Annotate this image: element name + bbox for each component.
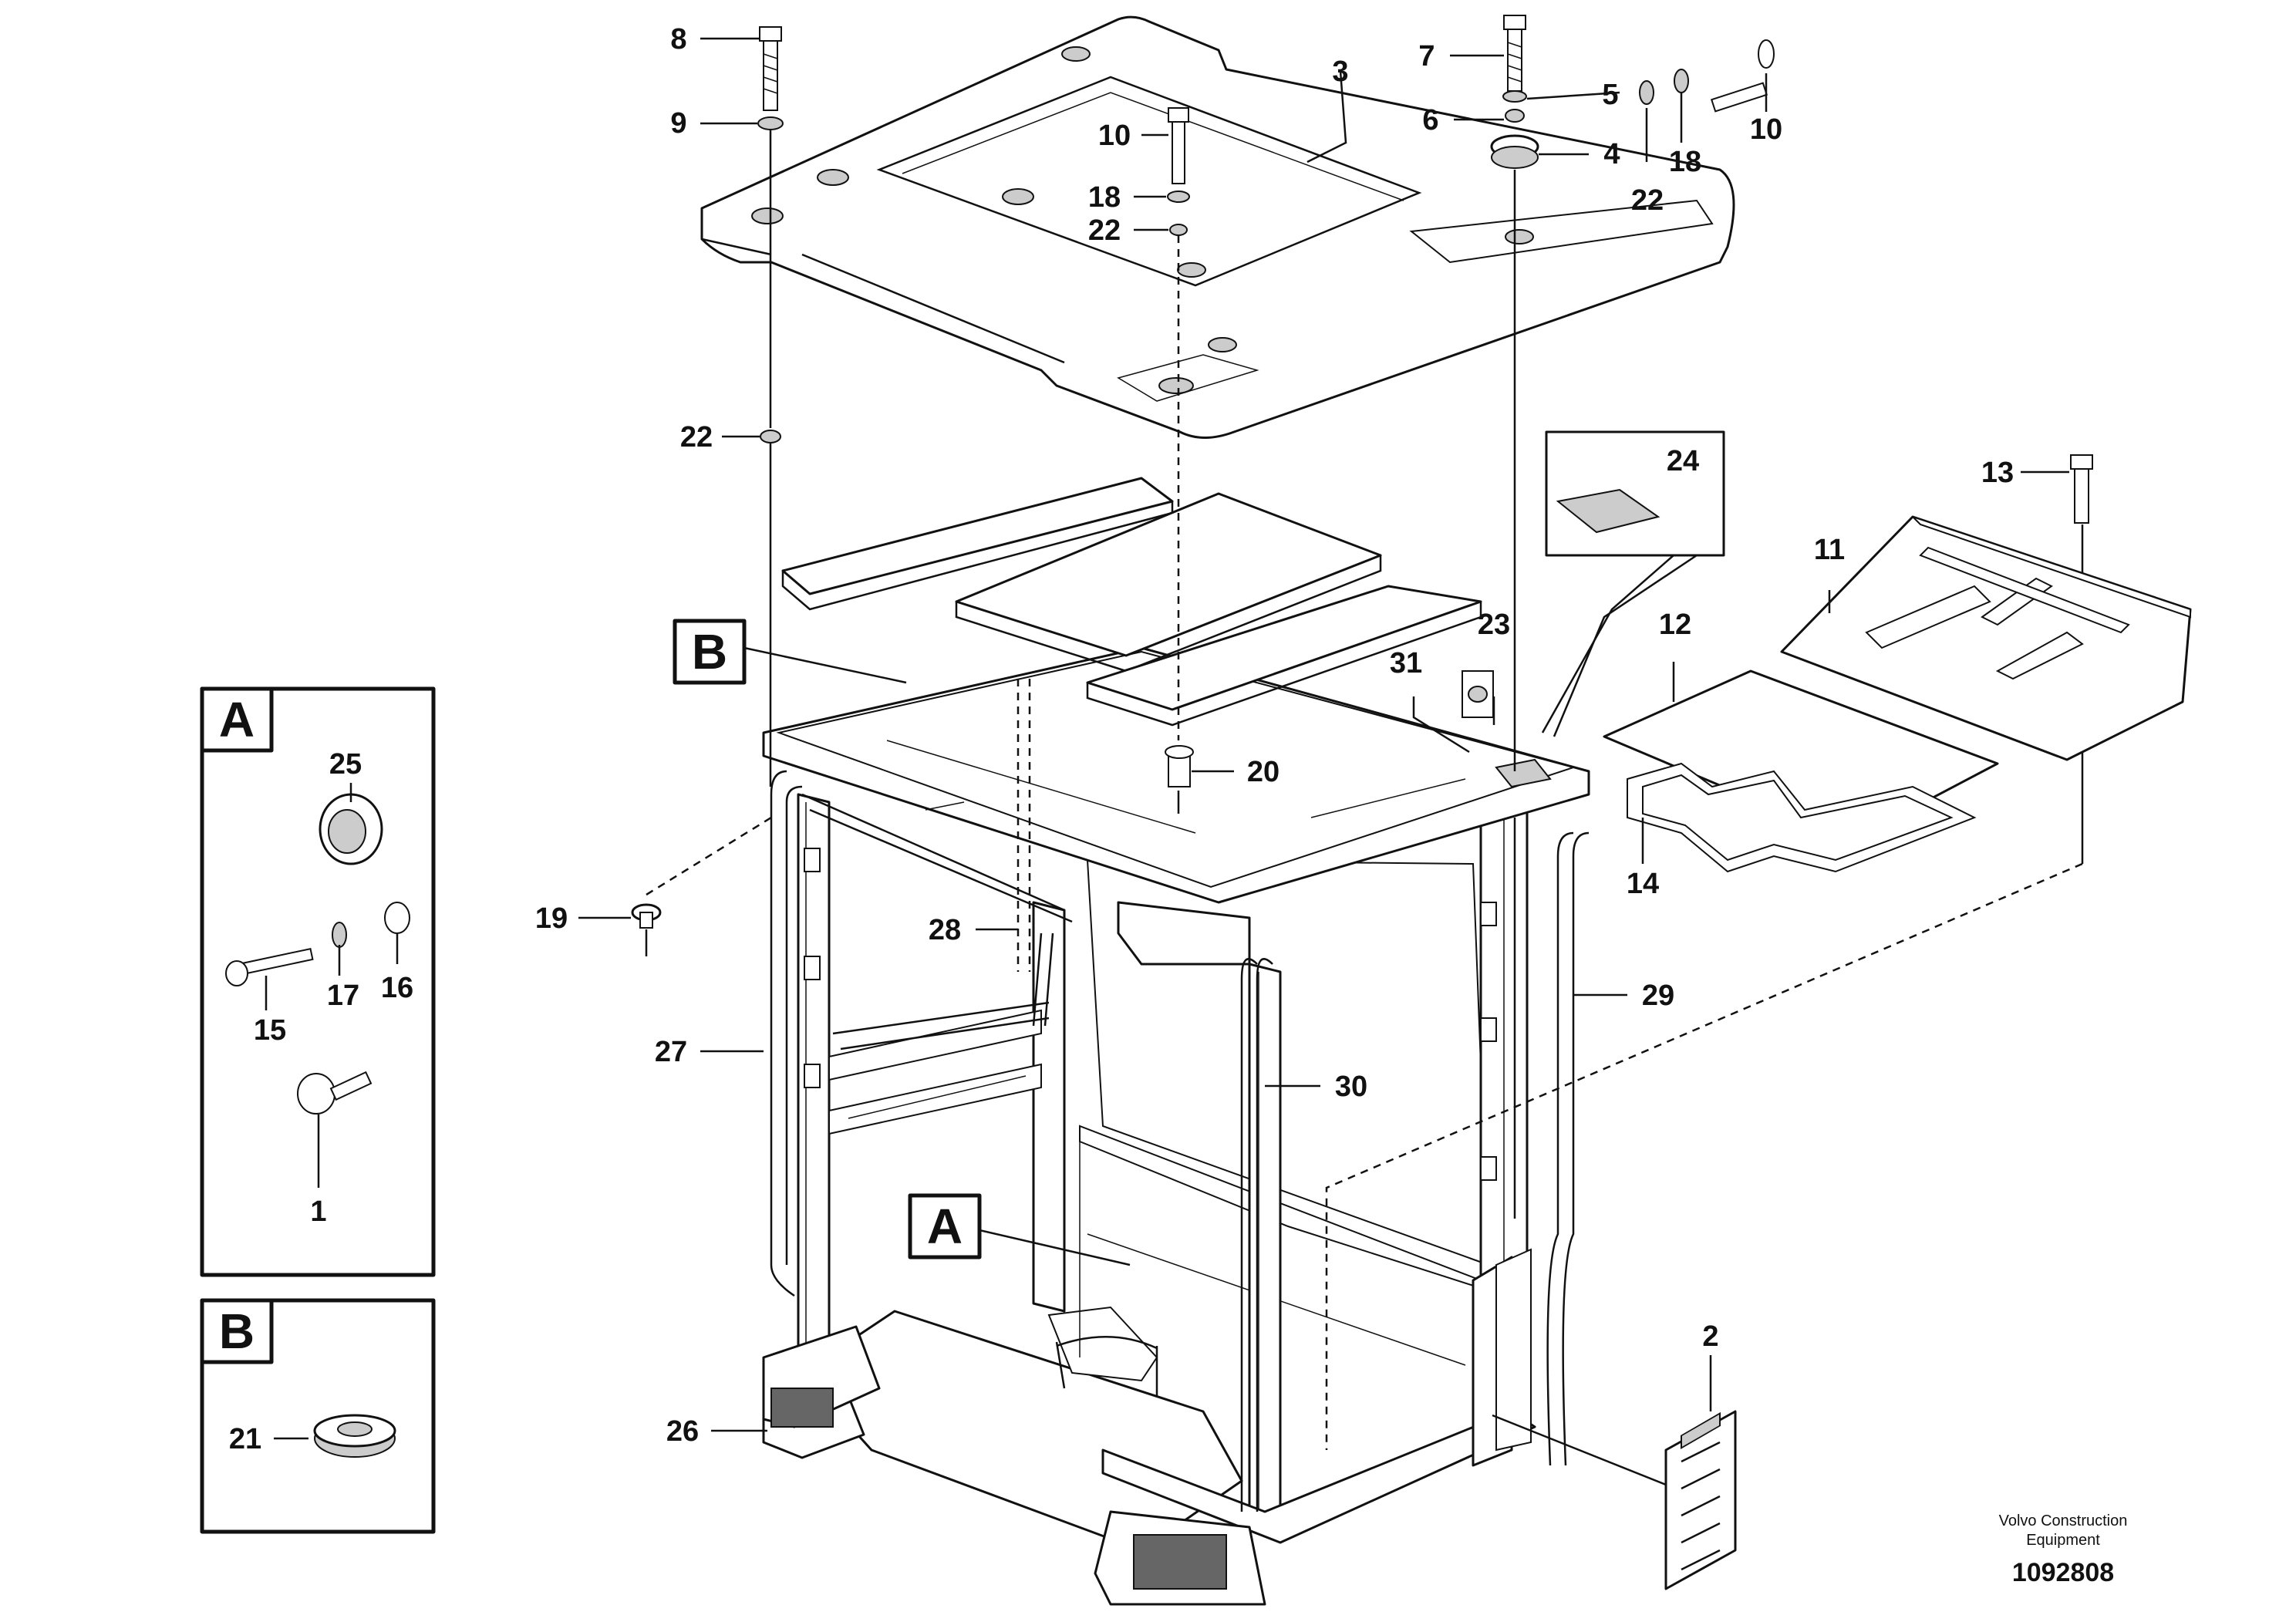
callout-26: 26 (666, 1415, 699, 1448)
callout-29: 29 (1642, 980, 1674, 1012)
callout-19: 19 (535, 902, 568, 935)
callout-23: 23 (1478, 609, 1510, 641)
callout-12: 12 (1659, 609, 1691, 641)
callout-31: 31 (1390, 647, 1422, 679)
tag-leaders (743, 646, 1131, 1266)
callout-17: 17 (327, 980, 359, 1012)
callout-3: 3 (1332, 56, 1348, 88)
detail-24-box (1541, 430, 1725, 737)
callout-22-left: 22 (680, 421, 713, 454)
roof-insulation-mats (781, 477, 1482, 727)
callout-1: 1 (310, 1195, 326, 1228)
callout-8: 8 (670, 23, 686, 56)
callout-6: 6 (1422, 104, 1438, 137)
tag-a-main: A (908, 1193, 982, 1259)
fasteners (631, 15, 2093, 929)
tag-b-main-label: B (692, 624, 727, 679)
callout-15: 15 (254, 1014, 286, 1047)
callout-9: 9 (670, 107, 686, 140)
callout-14: 14 (1627, 868, 1659, 900)
brand-line-2: Equipment (2026, 1532, 2100, 1549)
callout-18-right: 18 (1669, 146, 1701, 178)
callout-18-center: 18 (1088, 181, 1121, 214)
callout-24: 24 (1667, 445, 1699, 477)
detail-box-b: B (200, 1298, 436, 1534)
tag-a-main-label: A (927, 1199, 963, 1254)
callout-11: 11 (1814, 534, 1845, 566)
step-plate (1664, 1410, 1737, 1590)
callout-10-right: 10 (1750, 113, 1782, 146)
callout-16: 16 (381, 972, 413, 1004)
detail-box-a: A (200, 686, 436, 1277)
callout-22-center: 22 (1088, 214, 1121, 247)
callout-10-center: 10 (1098, 120, 1131, 152)
callout-27: 27 (655, 1036, 687, 1068)
roof-cover (700, 15, 1735, 439)
callouts: 8 9 3 10 18 22 7 6 5 4 22 18 10 22 24 13… (229, 23, 2014, 1455)
footer: Volvo Construction Equipment 1092808 (1999, 1512, 2128, 1587)
callout-20: 20 (1247, 756, 1279, 788)
callout-4: 4 (1603, 138, 1620, 170)
callout-5: 5 (1602, 79, 1618, 111)
box-b-label: B (219, 1303, 255, 1359)
callout-7: 7 (1418, 40, 1435, 73)
callout-28: 28 (929, 914, 961, 946)
callout-21: 21 (229, 1423, 261, 1455)
brand-line-1: Volvo Construction (1999, 1512, 2128, 1529)
tag-b-main: B (673, 619, 747, 685)
cab-frame (762, 646, 1590, 1606)
box-a-label: A (219, 692, 255, 747)
callout-22-right: 22 (1631, 184, 1664, 217)
callout-30: 30 (1335, 1071, 1367, 1103)
callout-2: 2 (1702, 1320, 1718, 1353)
callout-13: 13 (1981, 457, 2014, 489)
callout-25: 25 (329, 748, 362, 781)
floor-mats (1603, 515, 2192, 873)
callout-leaders (578, 37, 2069, 1486)
document-number: 1092808 (2012, 1558, 2114, 1587)
